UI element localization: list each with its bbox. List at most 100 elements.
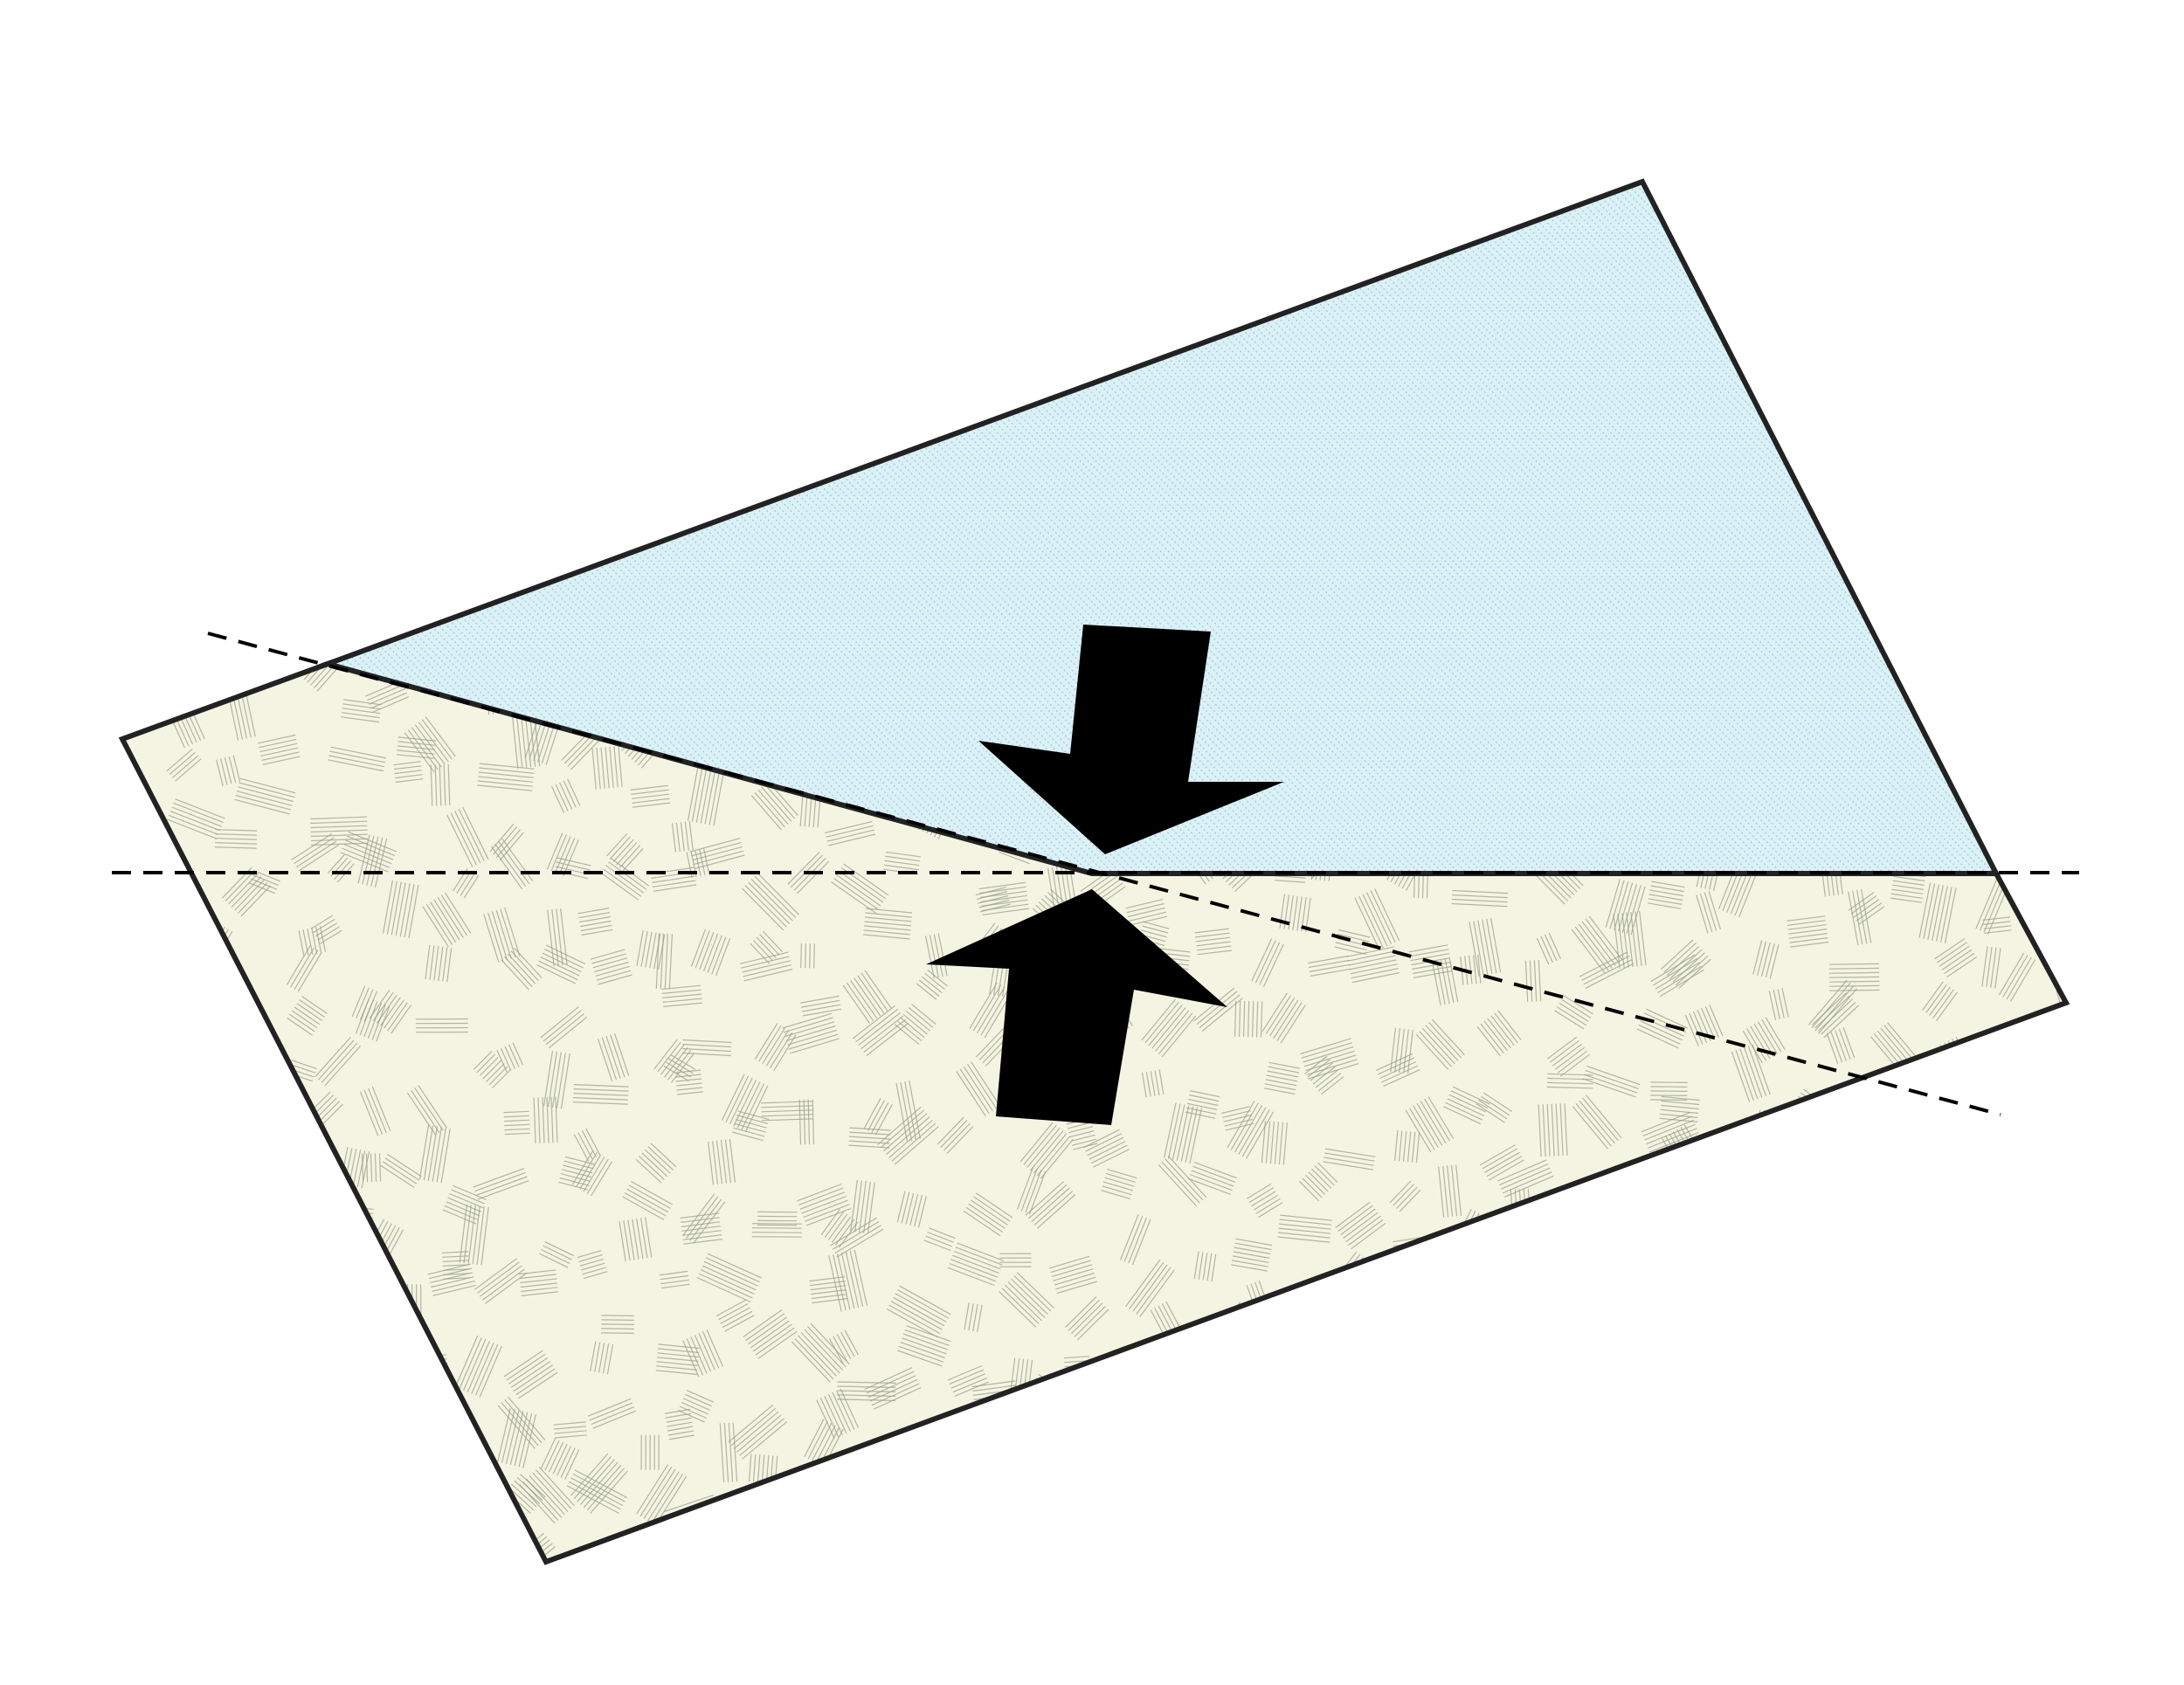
texture-hatch-line xyxy=(1016,1272,1054,1309)
texture-hatch-line xyxy=(937,933,948,977)
texture-hatch-line xyxy=(686,1390,714,1403)
texture-hatch-line xyxy=(1090,1144,1128,1164)
texture-hatch-line xyxy=(1234,1242,1272,1251)
texture-hatch-line xyxy=(899,1285,951,1316)
texture-hatch-line xyxy=(535,1469,572,1509)
texture-hatch-line xyxy=(854,977,881,1017)
texture-hatch-line xyxy=(610,1034,625,1078)
texture-hatch-line xyxy=(1936,886,1948,942)
texture-hatch-line xyxy=(1432,962,1441,1006)
texture-hatch-line xyxy=(1787,924,1827,930)
texture-hatch-line xyxy=(515,1368,556,1396)
texture-hatch-line xyxy=(324,1045,362,1087)
texture-hatch-line xyxy=(556,861,591,871)
texture-hatch-line xyxy=(478,776,534,783)
texture-hatch-line xyxy=(533,1097,536,1144)
texture-hatch-line xyxy=(1647,902,1682,909)
texture-hatch-line xyxy=(1490,1015,1515,1046)
texture-hatch-line xyxy=(1546,1081,1593,1085)
texture-hatch-line xyxy=(1669,949,1703,979)
texture-hatch-line xyxy=(631,789,669,795)
texture-hatch-line xyxy=(492,1069,511,1088)
texture-hatch-line xyxy=(397,749,435,755)
texture-hatch-line xyxy=(459,1336,482,1389)
texture-hatch-line xyxy=(532,1472,569,1513)
arrow-up xyxy=(926,889,1227,1125)
texture-hatch-line xyxy=(1860,888,1872,943)
texture-hatch-line xyxy=(1451,902,1508,908)
texture-hatch-line xyxy=(467,1340,491,1392)
texture-hatch-line xyxy=(782,1012,833,1029)
texture-hatch-line xyxy=(605,865,645,894)
texture-hatch-line xyxy=(699,932,715,970)
texture-hatch-line xyxy=(543,1010,582,1042)
texture-hatch-line xyxy=(1427,1096,1455,1139)
texture-hatch-line xyxy=(694,1335,712,1372)
texture-hatch-line xyxy=(1452,1086,1490,1105)
texture-hatch-line xyxy=(2002,955,2028,998)
texture-hatch-line xyxy=(234,798,290,815)
texture-hatch-line xyxy=(1196,991,1238,1026)
texture-hatch-line xyxy=(1251,1191,1276,1207)
texture-hatch-line xyxy=(897,1288,950,1319)
texture-hatch-line xyxy=(1394,1129,1399,1161)
texture-hatch-line xyxy=(566,1485,619,1514)
texture-hatch-line xyxy=(1193,1161,1238,1179)
texture-hatch-line xyxy=(1582,1078,1636,1098)
texture-hatch-line xyxy=(1279,1223,1331,1230)
texture-hatch-line xyxy=(1234,1246,1271,1254)
texture-hatch-line xyxy=(1583,1074,1638,1094)
texture-hatch-line xyxy=(519,1484,556,1524)
texture-hatch-line xyxy=(372,696,410,714)
texture-hatch-line xyxy=(656,1361,698,1366)
texture-hatch-line xyxy=(660,1279,689,1285)
texture-hatch-line xyxy=(1768,991,1777,1020)
texture-hatch-line xyxy=(235,794,292,811)
texture-hatch-line xyxy=(1613,914,1621,969)
texture-hatch-line xyxy=(905,1192,915,1225)
texture-hatch-line xyxy=(421,719,453,760)
texture-hatch-line xyxy=(753,940,774,962)
texture-hatch-line xyxy=(564,1156,595,1165)
texture-hatch-line xyxy=(1304,1174,1326,1196)
texture-hatch-line xyxy=(966,1063,998,1109)
texture-hatch-line xyxy=(655,933,660,989)
texture-hatch-line xyxy=(479,767,535,774)
texture-hatch-line xyxy=(1442,1165,1449,1218)
texture-hatch-line xyxy=(1258,1202,1283,1219)
texture-hatch-line xyxy=(1699,894,1713,933)
texture-hatch-line xyxy=(880,1109,925,1149)
texture-hatch-line xyxy=(655,1370,697,1375)
texture-hatch-line xyxy=(748,1454,752,1482)
texture-hatch-line xyxy=(631,1180,674,1205)
texture-hatch-line xyxy=(1773,990,1780,1019)
texture-hatch-line xyxy=(1609,880,1625,929)
texture-hatch-line xyxy=(922,976,943,994)
texture-hatch-line xyxy=(668,1434,695,1440)
texture-hatch-line xyxy=(743,968,793,982)
texture-hatch-line xyxy=(947,1267,995,1287)
texture-hatch-line xyxy=(261,751,300,762)
texture-hatch-line xyxy=(1317,1162,1338,1183)
texture-hatch-line xyxy=(428,1267,473,1280)
texture-hatch-line xyxy=(653,884,697,892)
texture-hatch-line xyxy=(342,699,382,706)
texture-hatch-line xyxy=(695,930,710,969)
texture-hatch-line xyxy=(867,1375,916,1398)
texture-hatch-line xyxy=(594,1342,601,1372)
texture-hatch-line xyxy=(680,822,685,852)
texture-hatch-line xyxy=(1375,1053,1413,1071)
texture-hatch-line xyxy=(682,1340,700,1378)
texture-hatch-line xyxy=(1347,950,1395,962)
texture-hatch-line xyxy=(834,1225,882,1254)
texture-hatch-line xyxy=(739,1418,784,1456)
texture-hatch-line xyxy=(751,1236,802,1238)
texture-hatch-line xyxy=(236,791,293,806)
texture-hatch-line xyxy=(1176,1105,1190,1161)
texture-hatch-line xyxy=(346,835,396,857)
texture-hatch-line xyxy=(241,693,252,738)
texture-hatch-line xyxy=(1145,1071,1151,1097)
texture-hatch-line xyxy=(568,1481,622,1510)
texture-hatch-line xyxy=(742,887,784,931)
